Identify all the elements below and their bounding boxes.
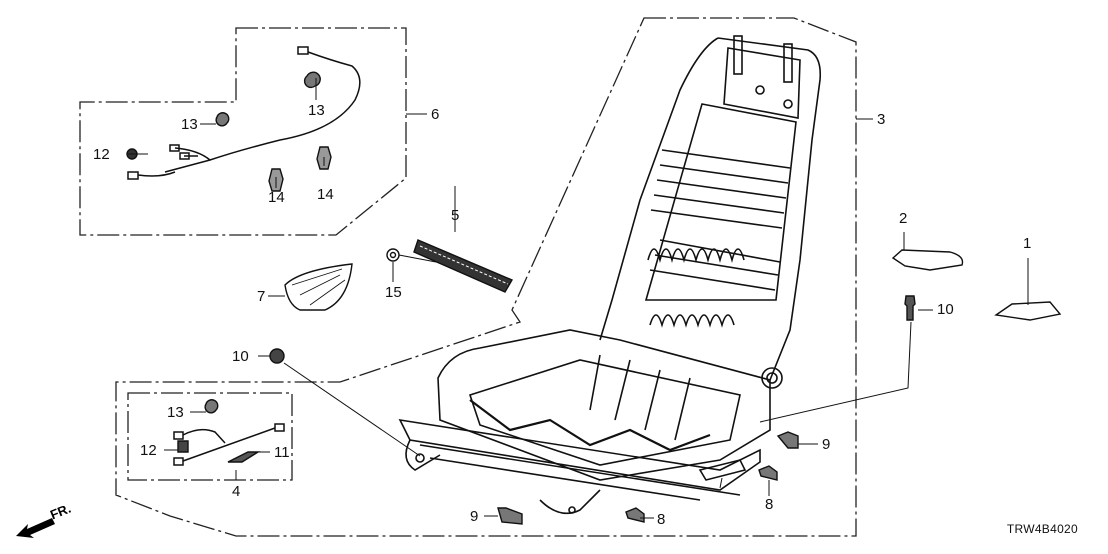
callout-8-right[interactable]: 8: [765, 496, 774, 513]
callout-12-upper[interactable]: 12: [93, 146, 110, 163]
small-parts: [126, 71, 1062, 525]
callout-1[interactable]: 1: [1023, 235, 1032, 252]
callout-7[interactable]: 7: [257, 288, 266, 305]
clip-8-left-icon: [625, 507, 645, 523]
clip-13-upper-b-icon: [303, 71, 321, 89]
diagram-code: TRW4B4020: [1006, 522, 1078, 536]
harness-4: [173, 423, 285, 466]
callout-4[interactable]: 4: [232, 483, 241, 500]
rail-cover-9-left-icon: [497, 507, 523, 525]
callout-14-b[interactable]: 14: [317, 186, 334, 203]
trim-cover-7-icon: [284, 263, 353, 311]
clip-13-upper-a-icon: [215, 112, 230, 127]
cover-2-icon: [891, 249, 964, 271]
clip-12-lower-icon: [177, 440, 189, 453]
cover-1-icon: [994, 301, 1062, 321]
callout-12-lower[interactable]: 12: [140, 442, 157, 459]
harness-6: [127, 46, 361, 180]
callout-15[interactable]: 15: [385, 284, 402, 301]
leader-lines: [128, 78, 1029, 519]
rail-cover-9-right-icon: [776, 431, 799, 449]
seat-cushion-frame: [398, 329, 771, 515]
callout-6[interactable]: 6: [431, 106, 440, 123]
callout-2[interactable]: 2: [899, 210, 908, 227]
callout-13-lower[interactable]: 13: [167, 404, 184, 421]
callout-9-right[interactable]: 9: [822, 436, 831, 453]
lumbar-bracket-5-icon: [413, 239, 514, 293]
bolt-10-left-icon: [269, 348, 285, 364]
clip-8-right-icon: [758, 465, 778, 481]
seat-back-frame: [599, 35, 822, 389]
callout-3[interactable]: 3: [877, 111, 886, 128]
bolt-10-right-icon: [904, 295, 916, 321]
front-direction-arrow-icon: [16, 518, 55, 538]
callout-8-left[interactable]: 8: [657, 511, 666, 528]
callout-13-upper-a[interactable]: 13: [181, 116, 198, 133]
callout-11[interactable]: 11: [274, 444, 290, 461]
callout-5[interactable]: 5: [451, 207, 460, 224]
callout-9-left[interactable]: 9: [470, 508, 479, 525]
callout-13-upper-b[interactable]: 13: [308, 102, 325, 119]
group-3-boundary: [115, 17, 857, 537]
clip-13-lower-icon: [204, 399, 219, 414]
group-4-boundary: [127, 392, 293, 481]
callout-10-right[interactable]: 10: [937, 301, 954, 318]
callout-10-left[interactable]: 10: [232, 348, 249, 365]
group-6-boundary: [79, 27, 407, 236]
callout-14-a[interactable]: 14: [268, 189, 285, 206]
